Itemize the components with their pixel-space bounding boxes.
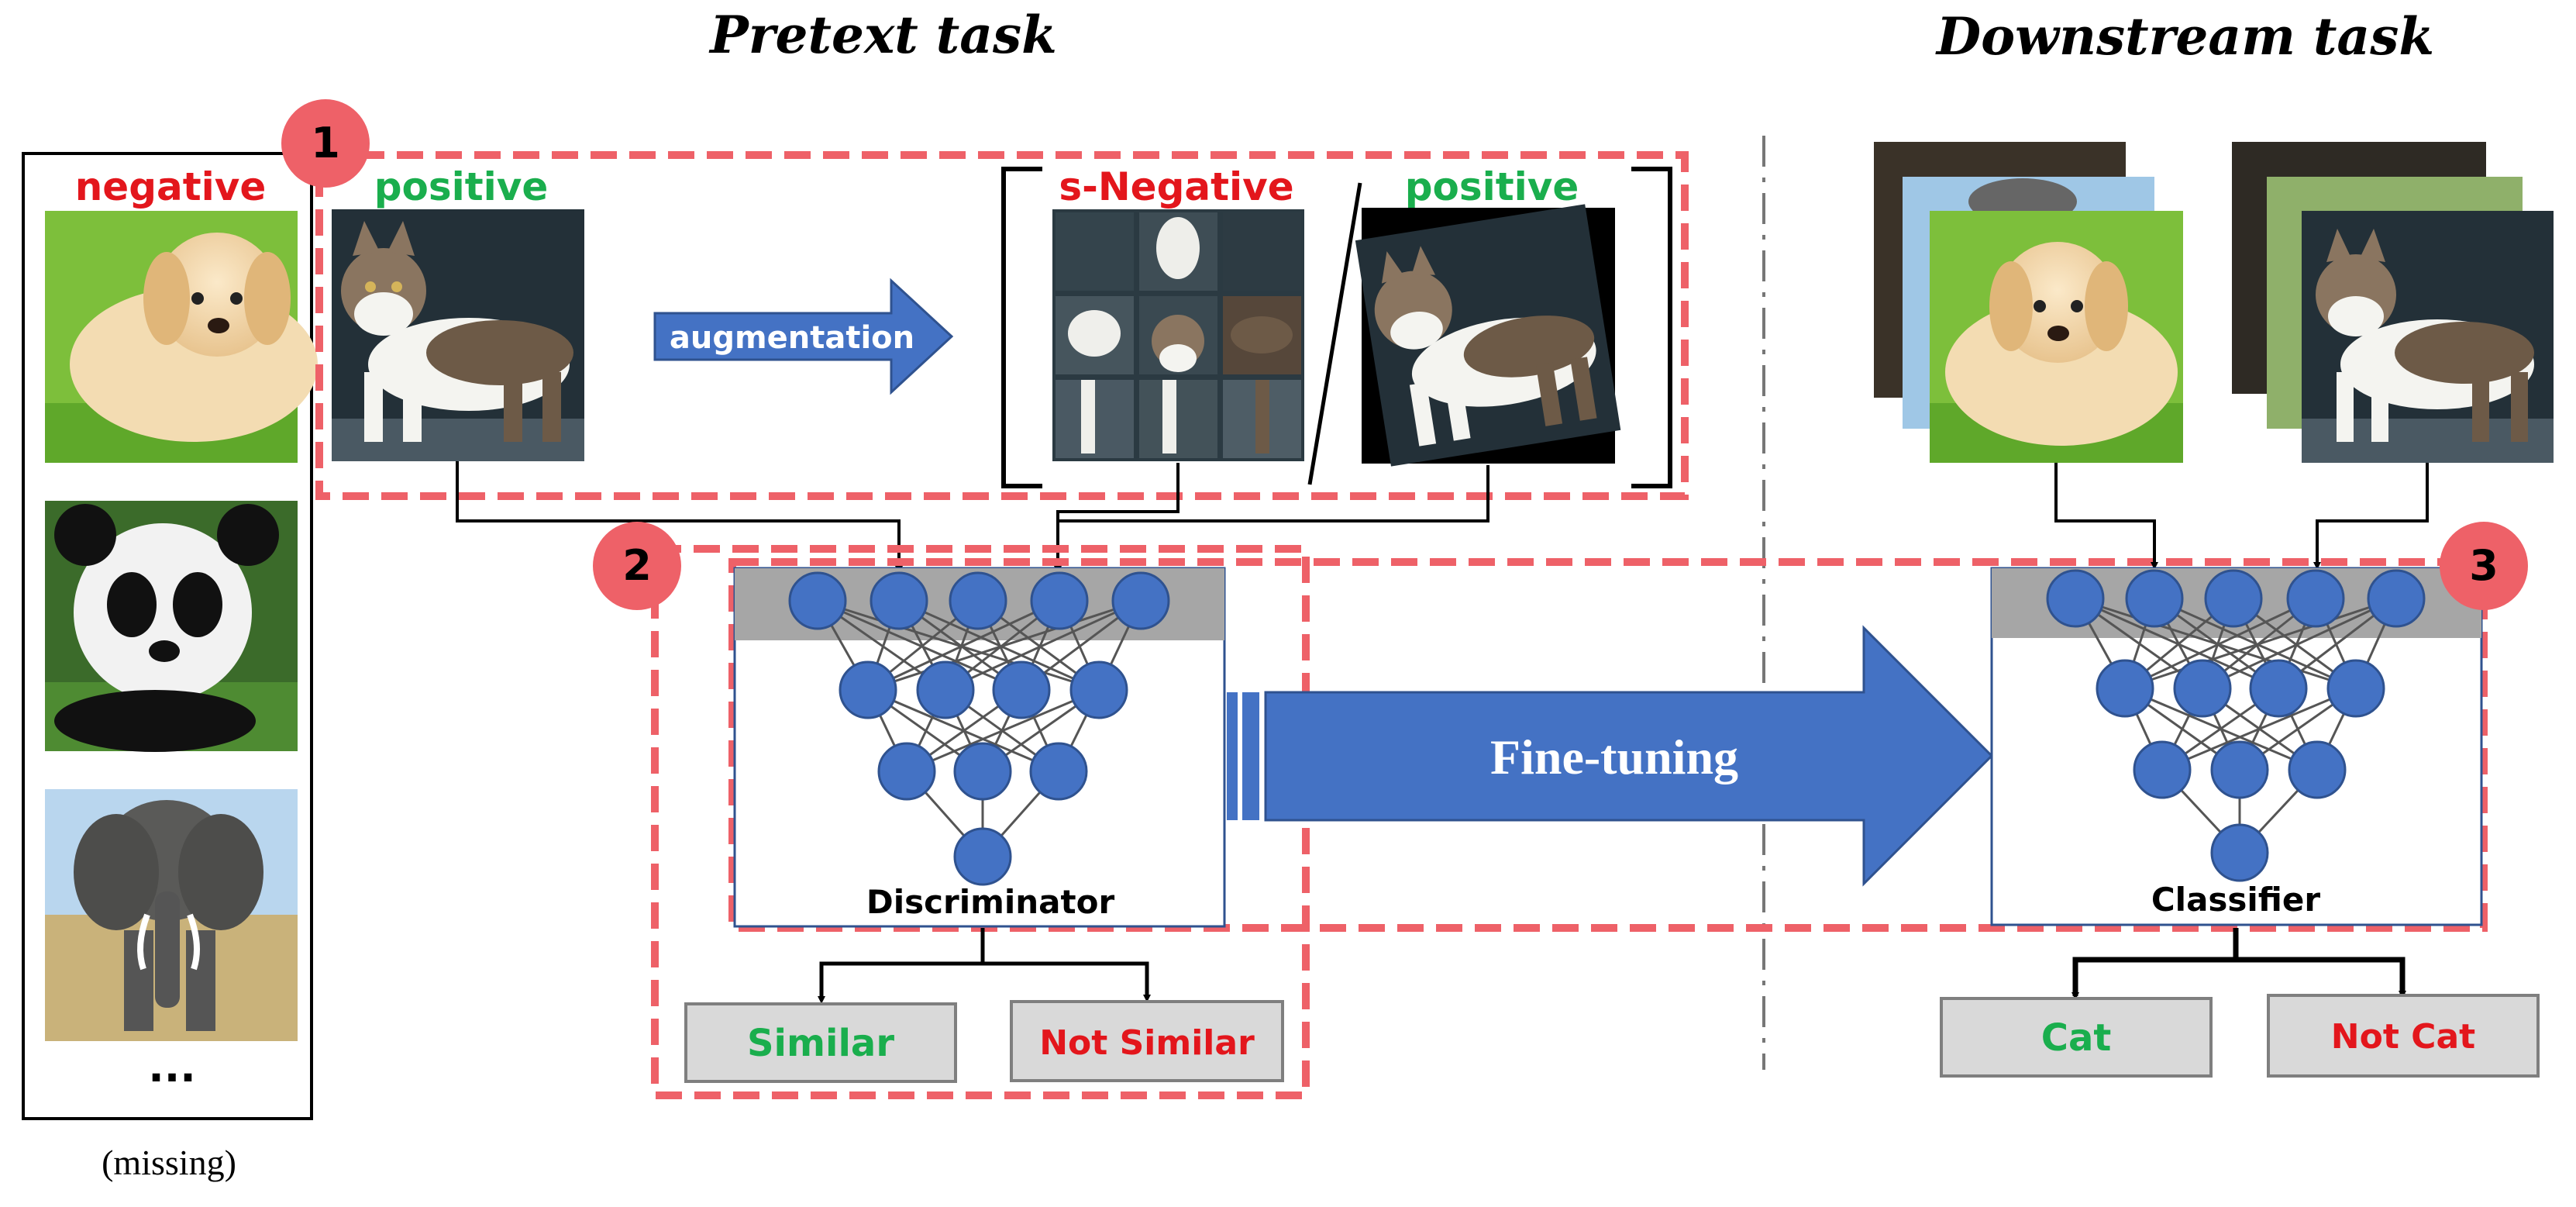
classifier-node [2210, 740, 2269, 799]
classifier-label: Classifier [2151, 881, 2321, 919]
discriminator-network [733, 567, 1226, 928]
badge-2-number: 2 [622, 541, 652, 590]
downstream-dog-stack [1874, 142, 2183, 463]
connector-cat-to-classifier [2313, 463, 2429, 570]
badge-1-number: 1 [311, 119, 340, 167]
connector-puzzle-to-discriminator [1054, 463, 1180, 574]
slash-separator [1307, 182, 1362, 485]
output-not-similar-label: Not Similar [1039, 1023, 1255, 1063]
badge-3 [2440, 522, 2528, 610]
connector-to-not-cat [2236, 957, 2406, 998]
classifier-node [2326, 659, 2385, 718]
discriminator-edge [817, 599, 1022, 691]
classifier-node [2249, 659, 2308, 718]
discriminator-node [953, 827, 1012, 886]
cat-image-rotated [1355, 204, 1621, 467]
discriminator-node [870, 571, 928, 630]
classifier-node [2210, 823, 2269, 882]
connector-rotated-to-discriminator [1058, 465, 1489, 522]
left-bracket [1001, 167, 1042, 488]
region-shared-network-band [728, 558, 2488, 932]
positive-label-right: positive [1405, 164, 1579, 209]
s-negative-label: s-Negative [1059, 164, 1293, 209]
discriminator-edge [945, 599, 1142, 691]
classifier-node [2204, 569, 2263, 628]
region-2-discriminator [651, 545, 1310, 1099]
panda-image [45, 501, 298, 752]
discriminator-node [949, 571, 1007, 630]
classifier-node [2125, 569, 2184, 628]
ellipsis-more-samples: ... [148, 1043, 196, 1091]
augmentation-label: augmentation [670, 320, 914, 356]
output-not-cat-label: Not Cat [2331, 1017, 2475, 1057]
discriminator-node [1069, 660, 1128, 719]
discriminator-edge [867, 599, 1142, 691]
badge-2 [593, 522, 681, 610]
downstream-title: Downstream task [1935, 6, 2434, 67]
output-cat-box [1940, 997, 2213, 1078]
output-not-cat-box [2267, 994, 2540, 1078]
negative-label: negative [75, 164, 267, 209]
shuffled-puzzle-image [1052, 209, 1304, 461]
discriminator-node [1030, 571, 1089, 630]
classifier-edge [2124, 597, 2316, 690]
discriminator-label: Discriminator [866, 883, 1115, 921]
classifier-node [2367, 569, 2426, 628]
elephant-image [45, 789, 298, 1041]
discriminator-node [992, 660, 1051, 719]
downstream-cat-stack [2232, 142, 2554, 463]
fine-tuning-arrow [1227, 625, 1994, 887]
right-bracket [1631, 167, 1672, 488]
cat-image-original [332, 209, 584, 461]
discriminator-node [877, 742, 936, 801]
classifier-node [2286, 569, 2345, 628]
discriminator-node [916, 660, 975, 719]
classifier-node [2133, 740, 2192, 799]
discriminator-edge [906, 688, 1100, 773]
discriminator-node [788, 571, 847, 630]
connector-to-cat [2071, 928, 2239, 1000]
discriminator-edge [867, 599, 1060, 691]
augmentation-arrow [653, 278, 954, 395]
region-1-augmentation [315, 151, 1689, 500]
classifier-node [2046, 569, 2105, 628]
discriminator-node [1029, 742, 1088, 801]
connector-dog-to-classifier [2054, 463, 2158, 570]
connector-to-similar [818, 928, 985, 1004]
discriminator-node [839, 660, 897, 719]
output-cat-label: Cat [2041, 1016, 2112, 1060]
output-similar-box [684, 1002, 957, 1083]
classifier-edge [2202, 597, 2397, 690]
puppy-image [45, 211, 318, 463]
discriminator-node [1111, 571, 1170, 630]
classifier-node [2288, 740, 2347, 799]
positive-label-left: positive [374, 164, 549, 209]
output-similar-label: Similar [747, 1022, 894, 1065]
classifier-network [1990, 567, 2483, 926]
classifier-edge [2161, 687, 2357, 771]
classifier-edge [2075, 597, 2279, 690]
badge-1 [281, 99, 370, 188]
discriminator-node [953, 742, 1012, 801]
fine-tuning-label: Fine-tuning [1490, 729, 1738, 785]
classifier-node [2173, 659, 2232, 718]
pretext-title: Pretext task [708, 5, 1057, 65]
connector-to-not-similar [983, 961, 1151, 1002]
output-not-similar-box [1010, 1000, 1284, 1082]
classifier-edge [2124, 597, 2397, 690]
missing-caption: (missing) [102, 1143, 236, 1182]
classifier-node [2096, 659, 2154, 718]
badge-3-number: 3 [2469, 541, 2499, 590]
